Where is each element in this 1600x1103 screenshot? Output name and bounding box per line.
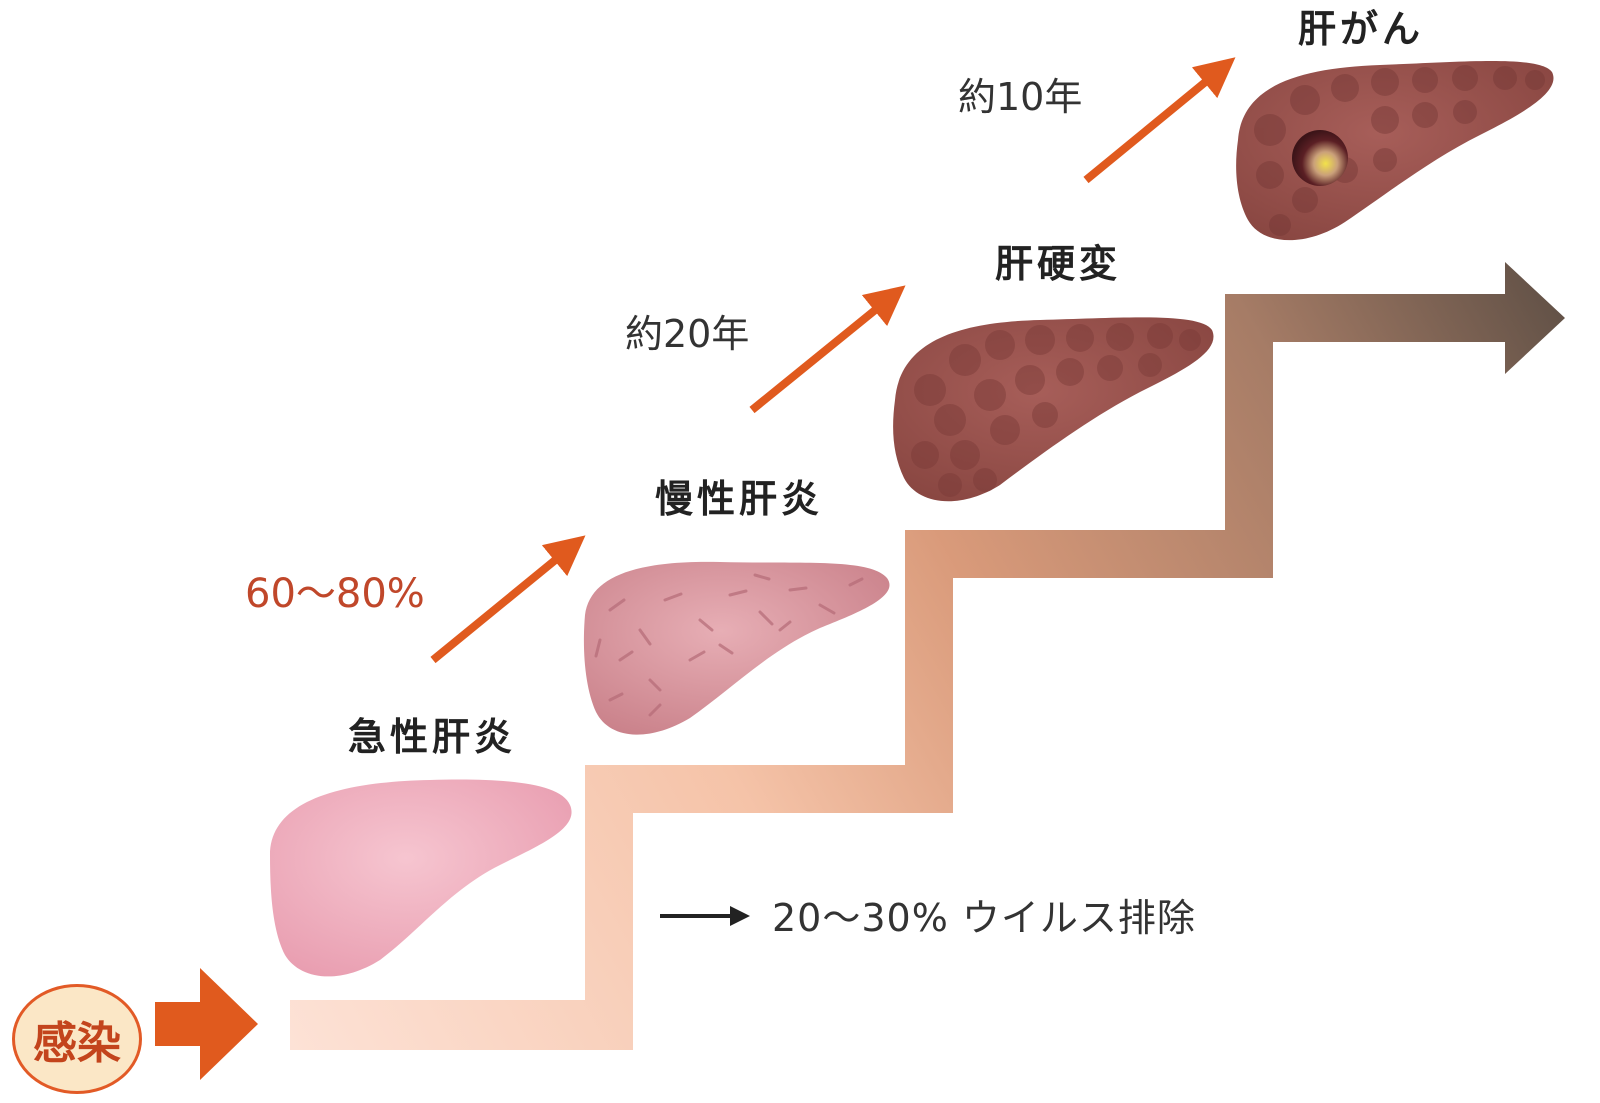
cancer-liver-illustration bbox=[1236, 61, 1553, 240]
infection-label: 感染 bbox=[33, 1007, 121, 1071]
stage-label-chronic: 慢性肝炎 bbox=[655, 480, 823, 518]
duration-chronic-to-cirrhosis: 約20年 bbox=[625, 315, 749, 353]
start-arrow bbox=[155, 968, 258, 1080]
clearance-label: 20〜30% ウイルス排除 bbox=[772, 899, 1196, 937]
acute-liver-illustration bbox=[270, 780, 572, 977]
duration-cirrhosis-to-cancer: 約10年 bbox=[958, 78, 1082, 116]
chronic-liver-illustration bbox=[584, 562, 890, 735]
arrow-cirrhosis-to-cancer bbox=[1086, 70, 1220, 180]
infection-badge: 感染 bbox=[12, 984, 142, 1094]
arrow-chronic-to-cirrhosis bbox=[752, 298, 890, 410]
stage-label-cancer: 肝がん bbox=[1298, 10, 1424, 48]
cirrhosis-liver-illustration bbox=[893, 317, 1213, 501]
tumor bbox=[1292, 130, 1348, 186]
arrow-acute-to-chronic bbox=[433, 548, 570, 660]
rate-acute-to-chronic: 60〜80% bbox=[245, 574, 425, 614]
stage-label-cirrhosis: 肝硬変 bbox=[995, 245, 1121, 283]
stage-label-acute: 急性肝炎 bbox=[348, 718, 516, 756]
